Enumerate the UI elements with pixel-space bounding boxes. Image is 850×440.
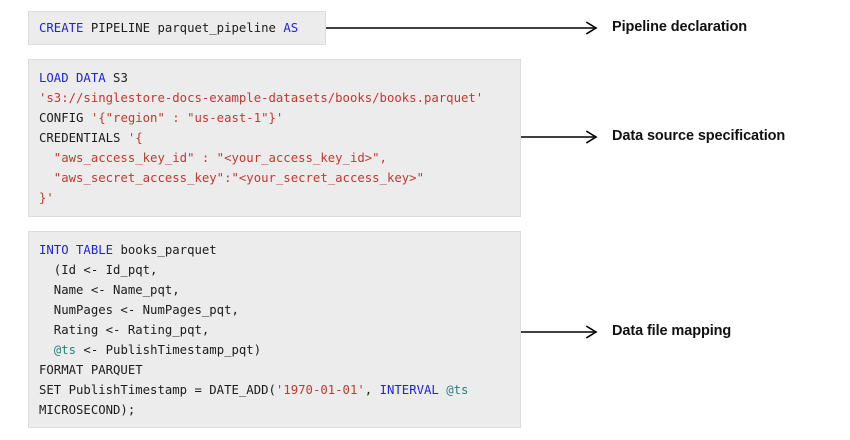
code-block-pipeline-declaration: CREATE PIPELINE parquet_pipeline AS [28, 11, 326, 45]
code-line: }' [39, 191, 54, 205]
code-line: CONFIG '{"region" : "us-east-1"}' [39, 111, 284, 125]
code-line: NumPages <- NumPages_pqt, [39, 303, 239, 317]
code-line: MICROSECOND); [39, 403, 136, 417]
code-line: CREDENTIALS '{ [39, 131, 143, 145]
code-line: LOAD DATA S3 [39, 71, 128, 85]
arrow-data-file-mapping-icon [521, 325, 602, 339]
code-line: 's3://singlestore-docs-example-datasets/… [39, 91, 484, 105]
annotation-pipeline-declaration: Pipeline declaration [612, 19, 747, 35]
code-line: (Id <- Id_pqt, [39, 263, 158, 277]
code-line: INTO TABLE books_parquet [39, 243, 217, 257]
annotation-data-file-mapping: Data file mapping [612, 323, 732, 339]
annotation-data-source-specification: Data source specification [612, 128, 786, 144]
code-line: SET PublishTimestamp = DATE_ADD('1970-01… [39, 383, 469, 397]
code-line: "aws_access_key_id" : "<your_access_key_… [39, 151, 387, 165]
arrow-declaration-icon [326, 21, 602, 35]
code-line: @ts <- PublishTimestamp_pqt) [53, 343, 262, 357]
code-block-data-file-mapping: INTO TABLE books_parquet (Id <- Id_pqt, … [28, 231, 521, 428]
code-block-data-source: LOAD DATA S3 's3://singlestore-docs-examp… [28, 59, 521, 217]
arrow-data-source-icon [521, 130, 602, 144]
code-line: FORMAT PARQUET [39, 363, 143, 377]
code-line: Rating <- Rating_pqt, [39, 323, 210, 337]
code-line: CREATE PIPELINE parquet_pipeline AS [39, 21, 299, 35]
code-line: "aws_secret_access_key":"<your_secret_ac… [39, 171, 424, 185]
code-line: Name <- Name_pqt, [39, 283, 180, 297]
